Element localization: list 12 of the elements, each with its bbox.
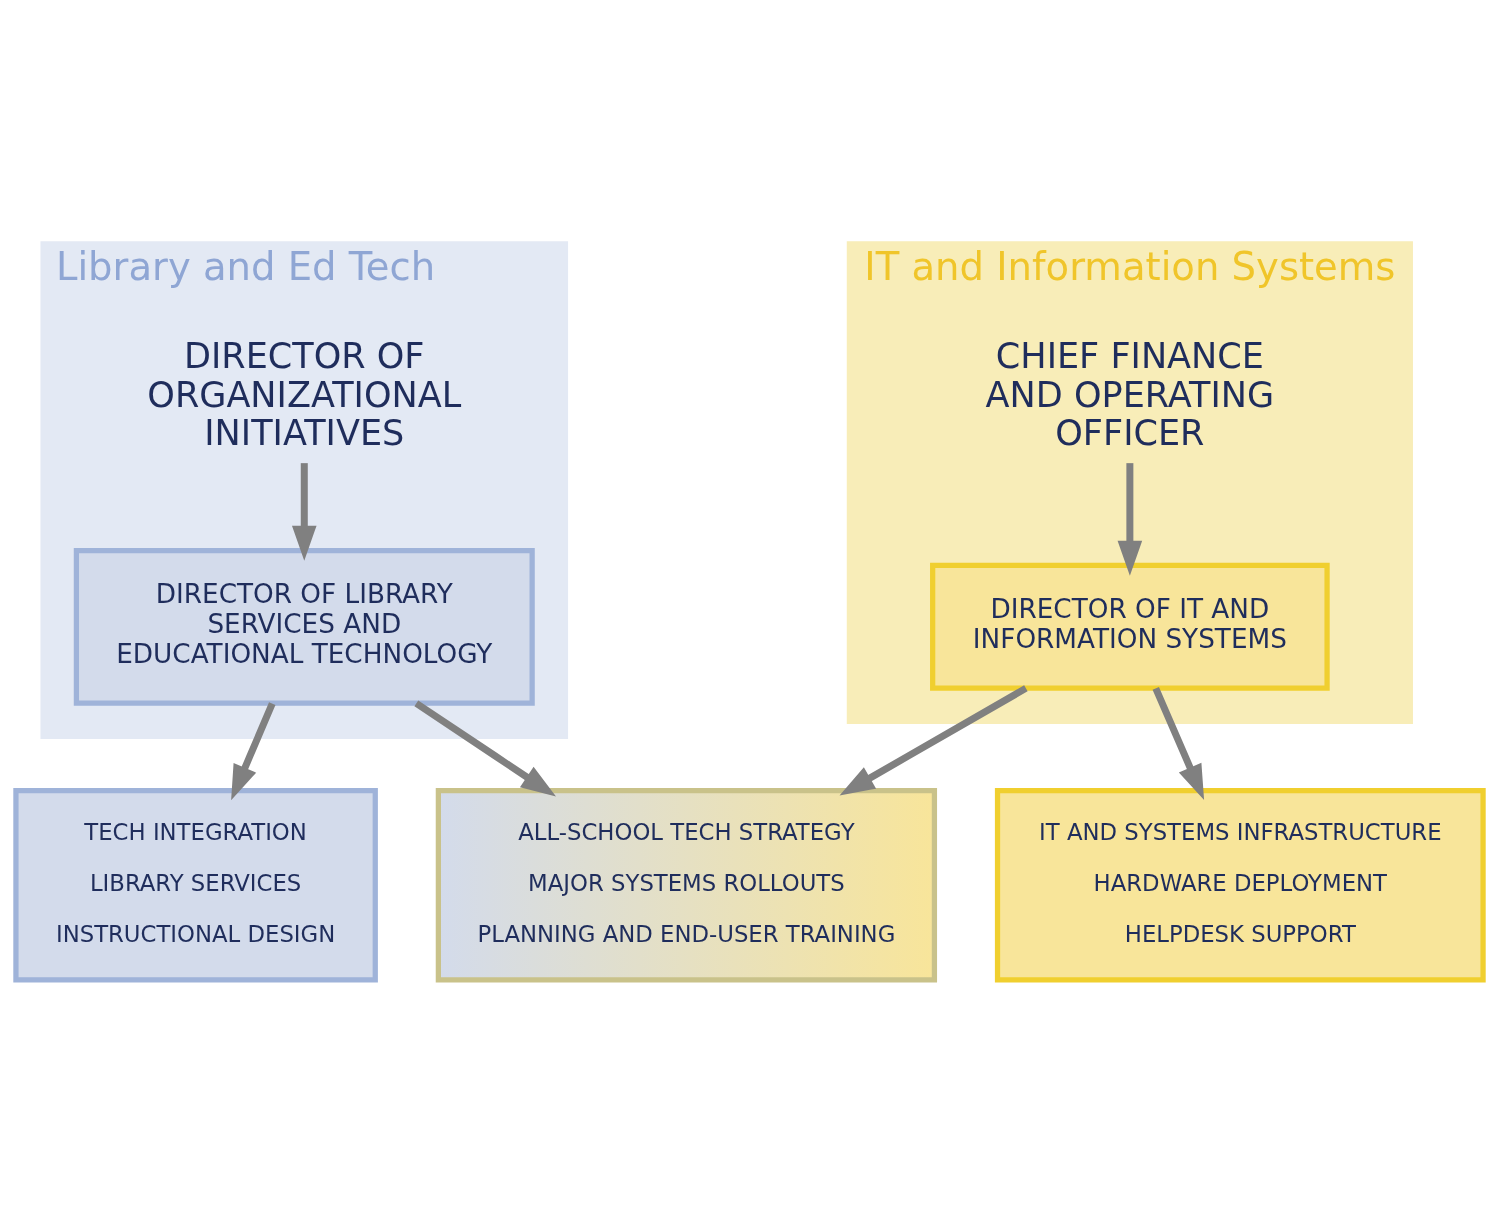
node-box: DIRECTOR OF IT AND INFORMATION SYSTEMS [930, 562, 1330, 691]
arrow [231, 701, 276, 800]
arrow [1152, 686, 1205, 800]
node-box: IT AND SYSTEMS INFRASTRUCTURE HARDWARE DEPLOYMENT HELPDESK SUPPORT [994, 787, 1486, 983]
arrow [414, 699, 556, 797]
node-box: TECH INTEGRATION LIBRARY SERVICES INSTRUCTIONAL DESIGN [13, 787, 378, 983]
arrow [1117, 462, 1143, 576]
node-text: DIRECTOR OF ORGANIZATIONAL INITIATIVES [147, 334, 462, 453]
node-text: CHIEF FINANCE AND OPERATING OFFICER [985, 334, 1275, 453]
arrow [291, 462, 317, 561]
node-box: DIRECTOR OF LIBRARY SERVICES AND EDUCATIONAL TECHNOLOGY [73, 547, 535, 706]
node-box: ALL-SCHOOL TECH STRATEGY MAJOR SYSTEMS ROLLOUTS PLANNING AND END-USER TRAINING [435, 787, 938, 983]
